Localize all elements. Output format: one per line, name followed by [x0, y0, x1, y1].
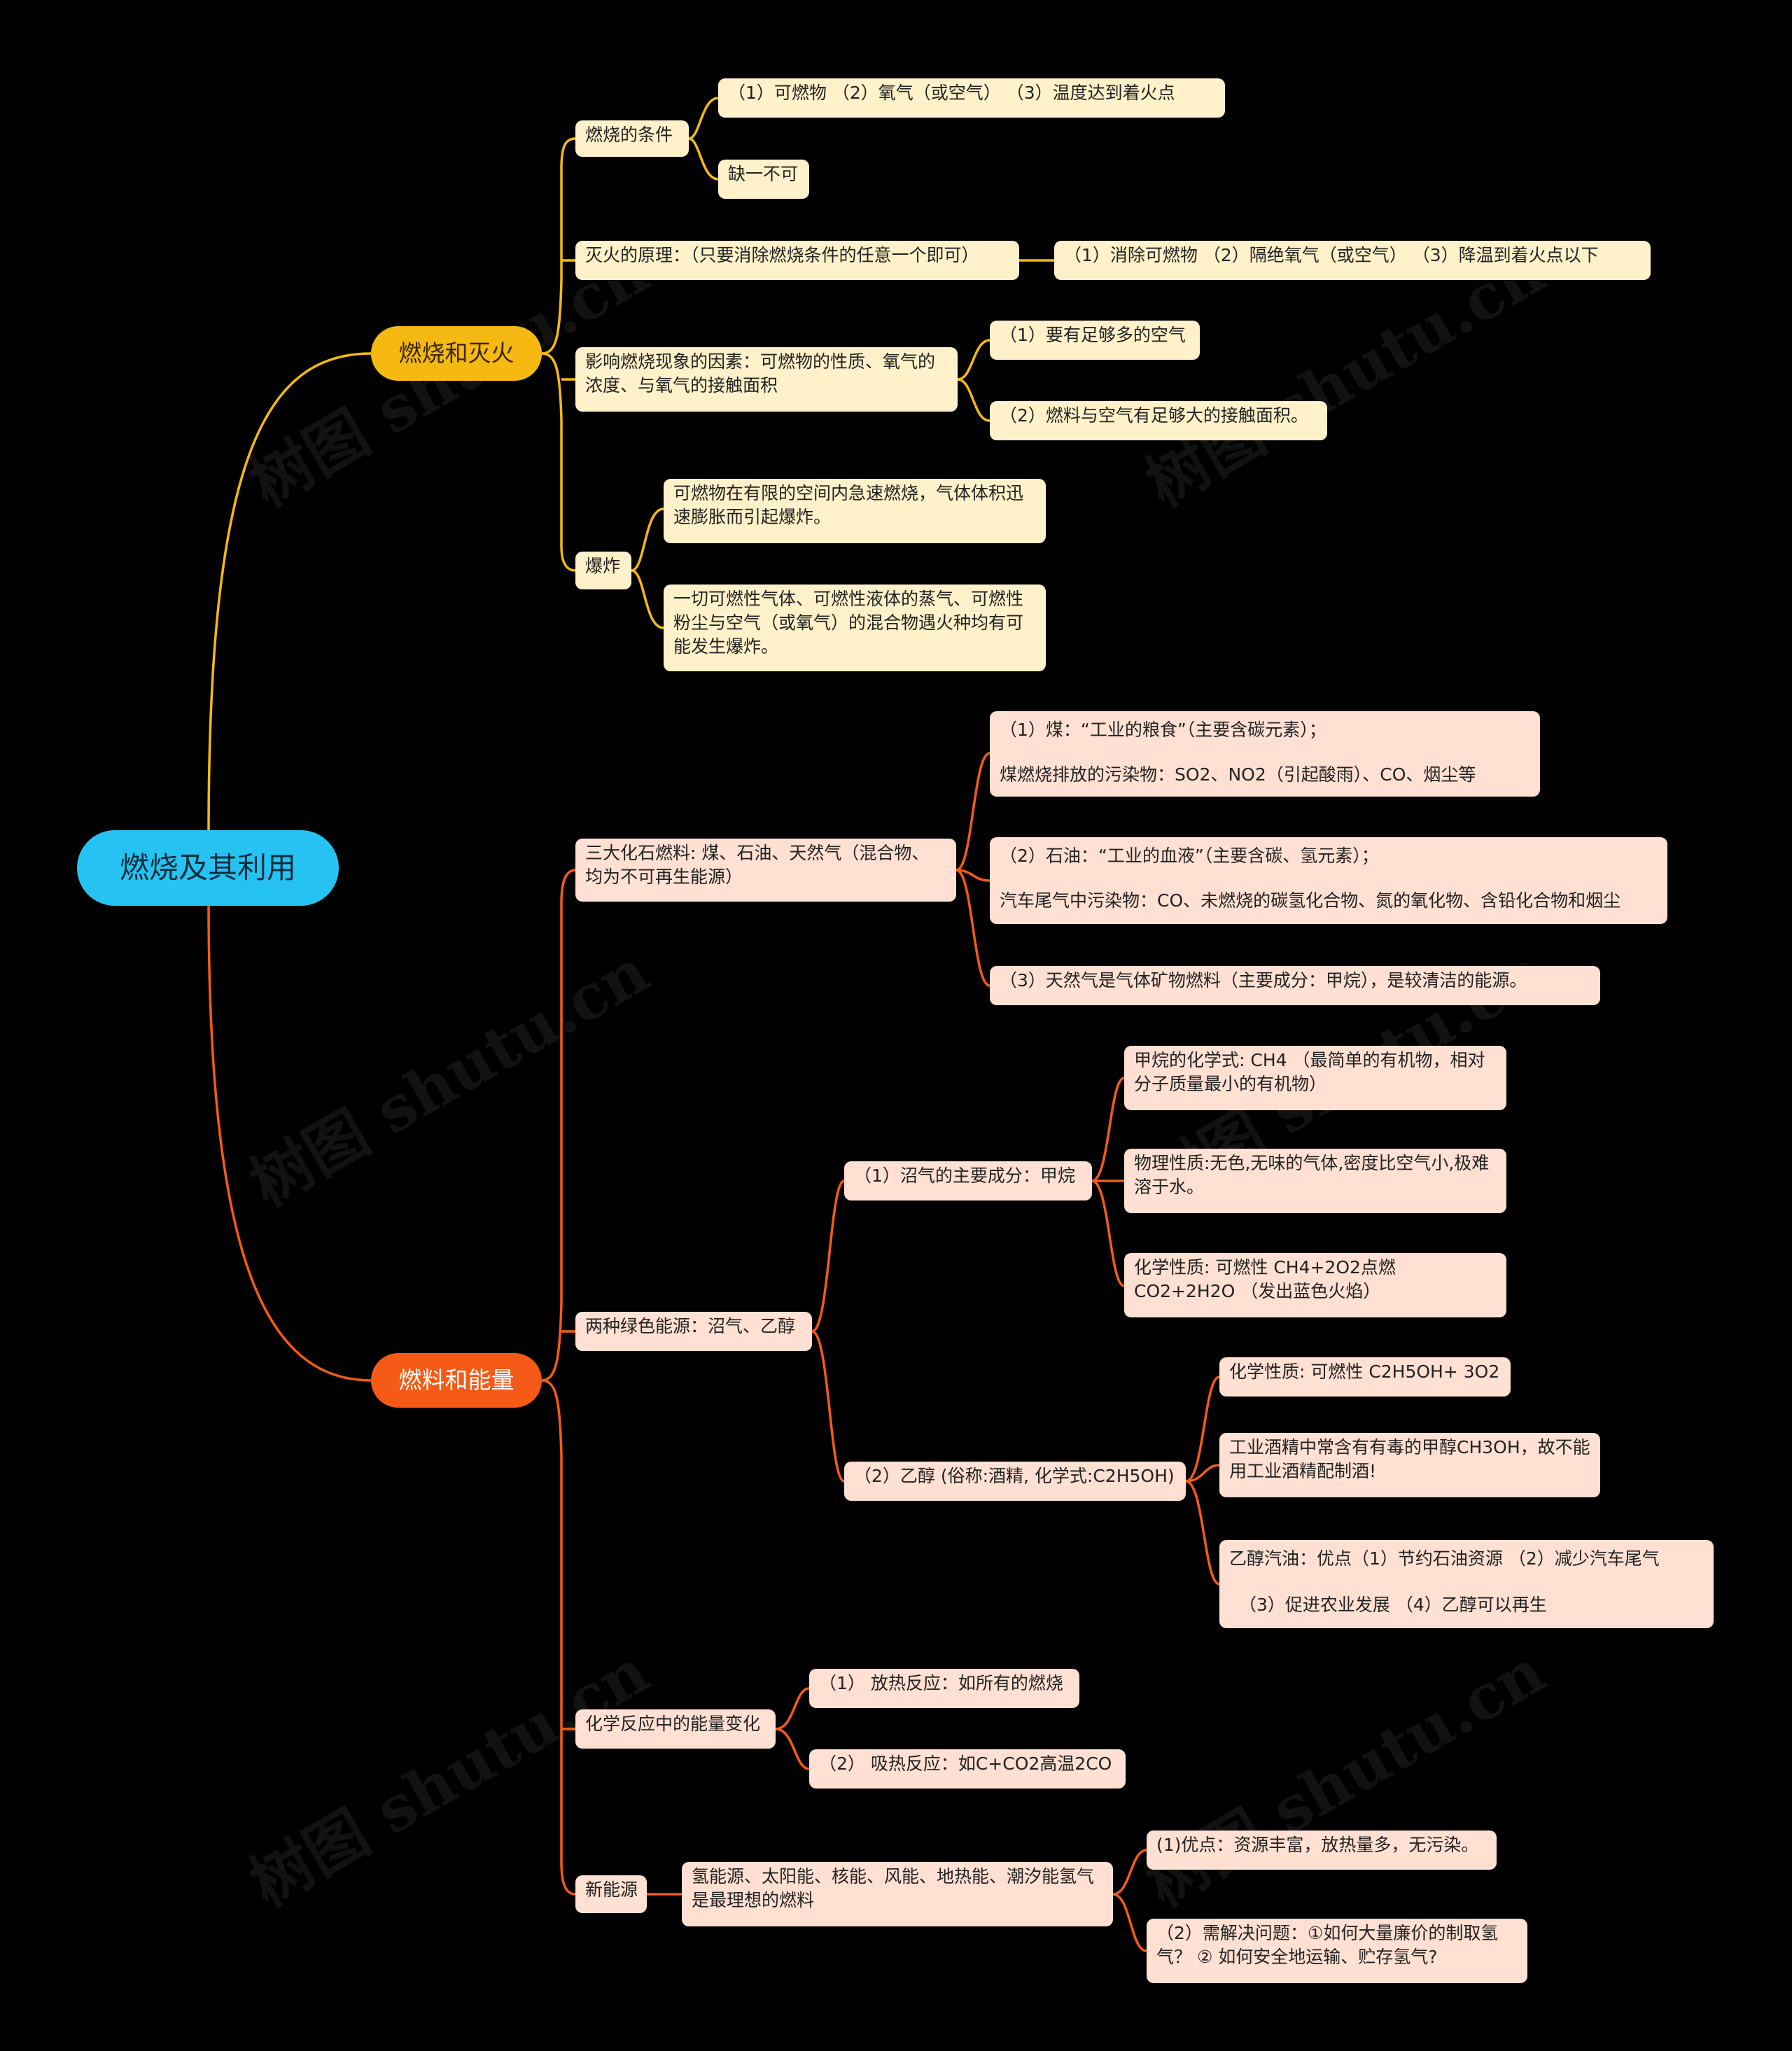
explosion-item[interactable]: 可燃物在有限的空间内急速燃烧，气体体积迅速膨胀而引起爆炸。 — [664, 479, 1046, 543]
factors-node[interactable]: 影响燃烧现象的因素：可燃物的性质、氧气的浓度、与氧气的接触面积 — [575, 347, 958, 412]
endothermic-item[interactable]: （2） 吸热反应：如C+CO2高温2CO — [809, 1749, 1126, 1788]
energy-change-node[interactable]: 化学反应中的能量变化 — [575, 1709, 776, 1749]
methane-chemical[interactable]: 化学性质: 可燃性 CH4+2O2点燃CO2+2H2O （发出蓝色火焰） — [1124, 1253, 1506, 1317]
natural-gas-item[interactable]: （3）天然气是气体矿物燃料（主要成分：甲烷），是较清洁的能源。 — [990, 966, 1600, 1005]
ethanol-node[interactable]: （2）乙醇 (俗称:酒精, 化学式:C2H5OH) — [844, 1462, 1186, 1501]
hydrogen-advantages[interactable]: (1)优点：资源丰富，放热量多，无污染。 — [1147, 1830, 1497, 1870]
biogas-node[interactable]: （1）沼气的主要成分：甲烷 — [844, 1161, 1092, 1200]
new-energy-desc[interactable]: 氢能源、太阳能、核能、风能、地热能、潮汐能氢气是最理想的燃料 — [682, 1862, 1113, 1926]
methane-formula[interactable]: 甲烷的化学式: CH4 （最简单的有机物，相对分子质量最小的有机物） — [1124, 1046, 1506, 1110]
extinguish-node[interactable]: 灭火的原理：（只要消除燃烧条件的任意一个即可） — [575, 241, 1019, 280]
explosion-item[interactable]: 一切可燃性气体、可燃性液体的蒸气、可燃性粉尘与空气（或氧气）的混合物遇火种均有可… — [664, 584, 1046, 671]
factors-item[interactable]: （1）要有足够多的空气 — [990, 321, 1200, 360]
oil-pollutants: 汽车尾气中污染物：CO、未燃烧的碳氢化合物、氮的氧化物、含铅化合物和烟尘 — [1000, 890, 1621, 911]
extinguish-detail[interactable]: （1）消除可燃物 （2）隔绝氧气（或空气） （3）降温到着火点以下 — [1054, 241, 1651, 280]
branch-combustion[interactable]: 燃烧和灭火 — [371, 326, 542, 381]
hydrogen-problems[interactable]: （2）需解决问题：①如何大量廉价的制取氢气？ ② 如何安全地运输、贮存氢气? — [1147, 1919, 1527, 1983]
explosion-node[interactable]: 爆炸 — [575, 552, 631, 589]
green-energy-node[interactable]: 两种绿色能源：沼气、乙醇 — [575, 1312, 812, 1351]
methane-physical[interactable]: 物理性质:无色,无味的气体,密度比空气小,极难溶于水。 — [1124, 1149, 1506, 1213]
conditions-item[interactable]: 缺一不可 — [718, 160, 809, 199]
coal-item[interactable]: （1）煤：“工业的粮食”（主要含碳元素）； 煤燃烧排放的污染物：SO2、NO2（… — [990, 711, 1540, 797]
ethanol-gasoline[interactable]: 乙醇汽油：优点（1）节约石油资源 （2）减少汽车尾气 （3）促进农业发展 （4）… — [1219, 1540, 1714, 1628]
fossil-fuel-node[interactable]: 三大化石燃料: 煤、石油、天然气（混合物、均为不可再生能源） — [575, 839, 956, 902]
ethanol-chemical[interactable]: 化学性质: 可燃性 C2H5OH+ 3O2 — [1219, 1357, 1511, 1396]
conditions-item[interactable]: （1）可燃物 （2）氧气（或空气） （3）温度达到着火点 — [718, 78, 1225, 118]
oil-item[interactable]: （2）石油：“工业的血液”（主要含碳、氢元素）； 汽车尾气中污染物：CO、未燃烧… — [990, 837, 1667, 924]
exothermic-item[interactable]: （1） 放热反应：如所有的燃烧 — [809, 1669, 1079, 1708]
ethanol-gasoline-line: 乙醇汽油：优点（1）节约石油资源 （2）减少汽车尾气 — [1229, 1548, 1660, 1569]
root-topic[interactable]: 燃烧及其利用 — [77, 830, 339, 906]
industrial-alcohol[interactable]: 工业酒精中常含有有毒的甲醇CH3OH，故不能用工业酒精配制酒! — [1219, 1433, 1600, 1497]
factors-item[interactable]: （2）燃料与空气有足够大的接触面积。 — [990, 401, 1327, 440]
ethanol-gasoline-line: （3）促进农业发展 （4）乙醇可以再生 — [1239, 1595, 1547, 1615]
oil-line: （2）石油：“工业的血液”（主要含碳、氢元素）； — [1000, 846, 1379, 866]
conditions-node[interactable]: 燃烧的条件 — [575, 120, 689, 157]
coal-line: （1）煤：“工业的粮食”（主要含碳元素）； — [1000, 720, 1326, 740]
branch-fuel-energy[interactable]: 燃料和能量 — [371, 1353, 542, 1408]
new-energy-node[interactable]: 新能源 — [575, 1875, 647, 1913]
coal-pollutants: 煤燃烧排放的污染物：SO2、NO2（引起酸雨）、CO、烟尘等 — [1000, 764, 1476, 785]
